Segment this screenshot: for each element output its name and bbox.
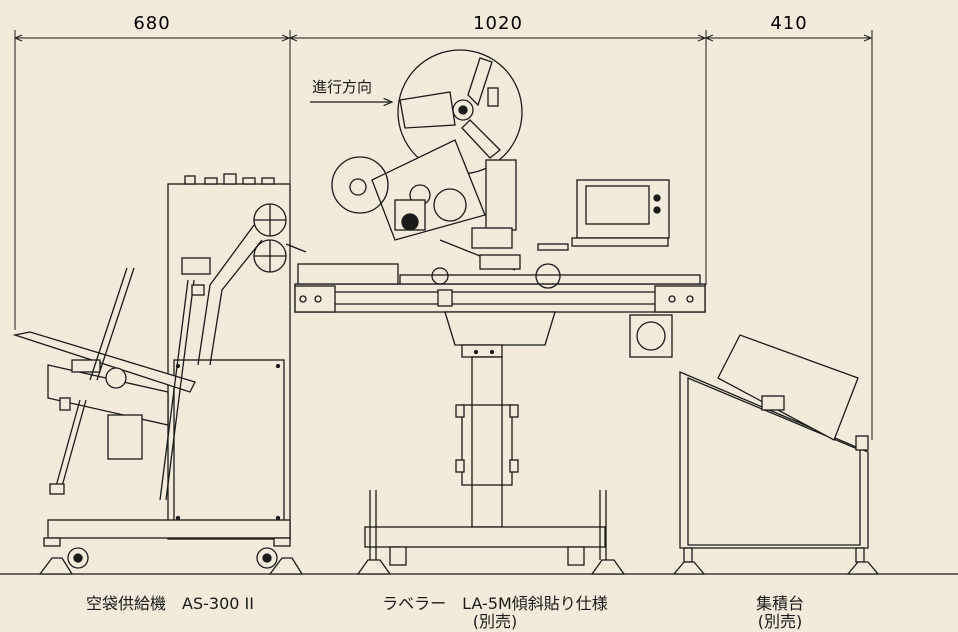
caption-labeler: ラベラー LA-5M傾斜貼り仕様 <box>382 594 608 613</box>
caption-stacker: 集積台 <box>755 594 804 613</box>
dim-stacker: 410 <box>770 13 807 34</box>
dimension-lines <box>14 30 873 440</box>
caption-feeder: 空袋供給機 AS-300 II <box>86 594 254 613</box>
dim-labeler: 1020 <box>473 13 523 34</box>
caption-stacker-note: (別売) <box>757 612 803 631</box>
feeder-machine <box>12 173 307 575</box>
dim-feeder: 680 <box>133 13 170 34</box>
labeler-machine <box>294 49 706 575</box>
stacker-machine <box>672 334 880 575</box>
direction-label: 進行方向 <box>312 78 373 96</box>
caption-labeler-note: (別売) <box>472 612 518 631</box>
